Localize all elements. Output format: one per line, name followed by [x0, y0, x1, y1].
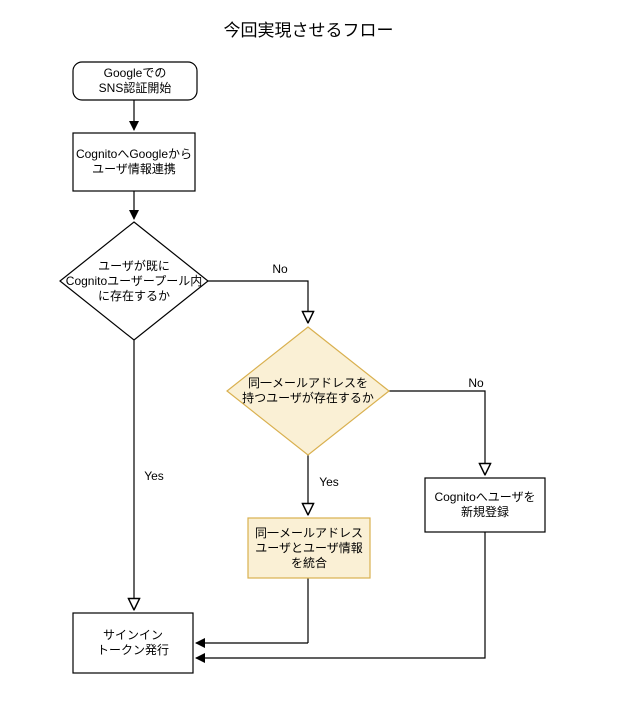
start-node-shape: [72, 61, 198, 101]
page-title: 今回実現させるフロー: [223, 21, 394, 40]
federate-node-shape: [72, 132, 196, 192]
signin-node-shape: [72, 612, 194, 674]
edge-user-exists-no: [208, 280, 308, 323]
merge-node-shape: [247, 517, 371, 579]
edge-register-to-signin: [194, 532, 486, 664]
register-node-shape: [424, 477, 546, 533]
user-exists-decision-shape: [59, 221, 209, 341]
edge-email-exists-no: [389, 390, 485, 475]
email-exists-decision-shape: [226, 326, 390, 456]
